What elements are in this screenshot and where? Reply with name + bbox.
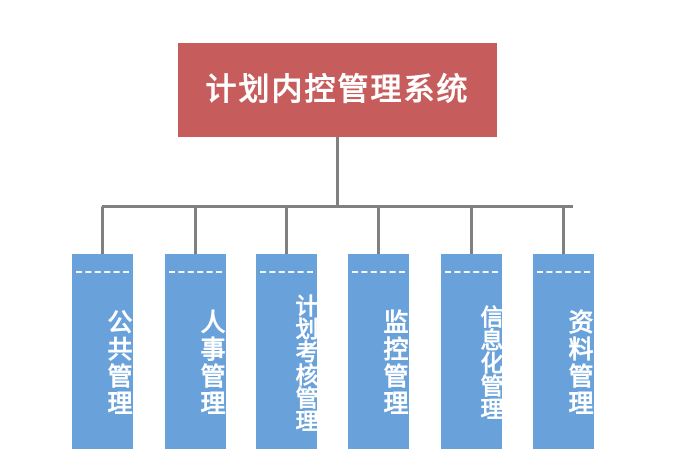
leaf-node-label: 公共管理 [104, 308, 133, 417]
leaf-node-hr-management[interactable]: 人事管理 [165, 254, 226, 449]
leaf-node-label: 人事管理 [197, 308, 226, 417]
leaf-divider [445, 271, 498, 275]
leaf-node-label: 资料管理 [565, 308, 594, 417]
leaf-divider [169, 271, 222, 275]
root-node-label: 计划内控管理系统 [205, 71, 470, 108]
leaf-node-public-management[interactable]: 公共管理 [72, 254, 133, 449]
leaf-node-data-management[interactable]: 资料管理 [533, 254, 594, 449]
leaf-node-informatization-management[interactable]: 信息化管理 [441, 254, 502, 449]
leaf-node-label: 监控管理 [380, 308, 409, 417]
leaf-node-monitoring-management[interactable]: 监控管理 [348, 254, 409, 449]
leaf-node-label: 信息化管理 [476, 305, 502, 420]
leaf-node-label: 计划考核管理 [291, 293, 317, 432]
leaf-divider [352, 271, 405, 275]
leaf-node-plan-assessment-management[interactable]: 计划考核管理 [256, 254, 317, 449]
leaf-divider [537, 271, 590, 275]
leaf-divider [260, 271, 313, 275]
root-node-system[interactable]: 计划内控管理系统 [178, 43, 497, 137]
leaf-divider [76, 271, 129, 275]
